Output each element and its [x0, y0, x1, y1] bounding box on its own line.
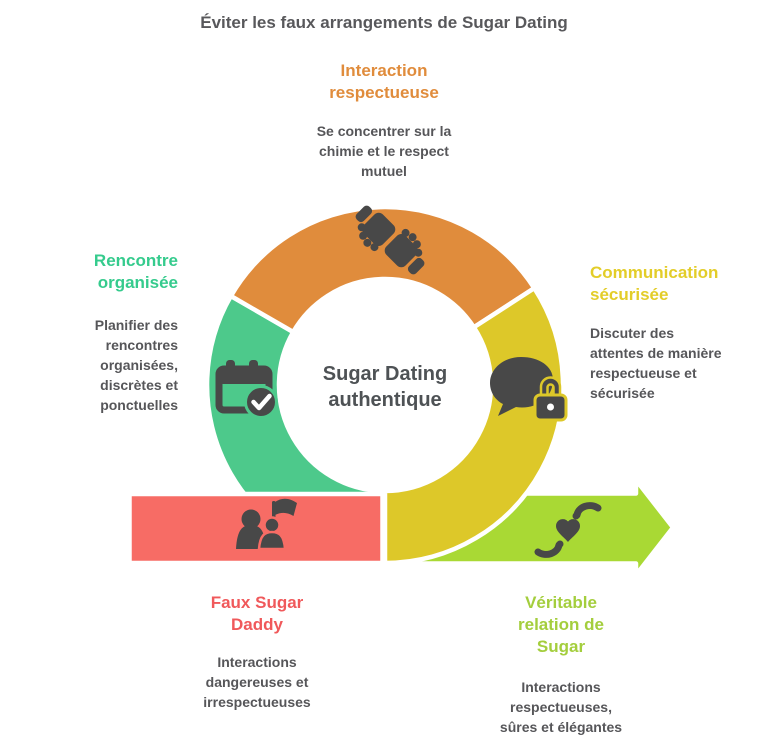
body-interaction-respectueuse: Se concentrer sur la chimie et le respec…	[316, 123, 452, 179]
page-title: Éviter les faux arrangements de Sugar Da…	[200, 13, 568, 32]
heading-interaction-respectueuse: Interaction respectueuse	[329, 61, 439, 102]
calendar-check-icon	[215, 360, 278, 419]
heart-hands-icon	[534, 502, 602, 558]
segment-interaction	[228, 204, 537, 335]
body-faux-sugar-daddy: Interactions dangereuses et irrespectueu…	[203, 654, 311, 710]
center-label: Sugar Dating authentique	[322, 363, 448, 411]
body-communication-securisee: Discuter des attentes de manière respect…	[590, 325, 722, 401]
chat-lock-icon	[490, 357, 568, 422]
people-flag-icon	[236, 498, 297, 551]
segment-communication	[382, 285, 566, 566]
body-veritable-relation: Interactions respectueuses, sûres et élé…	[499, 679, 623, 735]
handshake-icon	[355, 205, 425, 275]
heading-faux-sugar-daddy: Faux Sugar Daddy	[210, 593, 304, 634]
heading-veritable-relation: Véritable relation de Sugar	[518, 593, 604, 656]
body-rencontre-organisee: Planifier des rencontres organisées, dis…	[94, 317, 178, 413]
heading-communication-securisee: Communication sécurisée	[590, 263, 719, 304]
heading-rencontre-organisee: Rencontre organisée	[93, 251, 178, 292]
